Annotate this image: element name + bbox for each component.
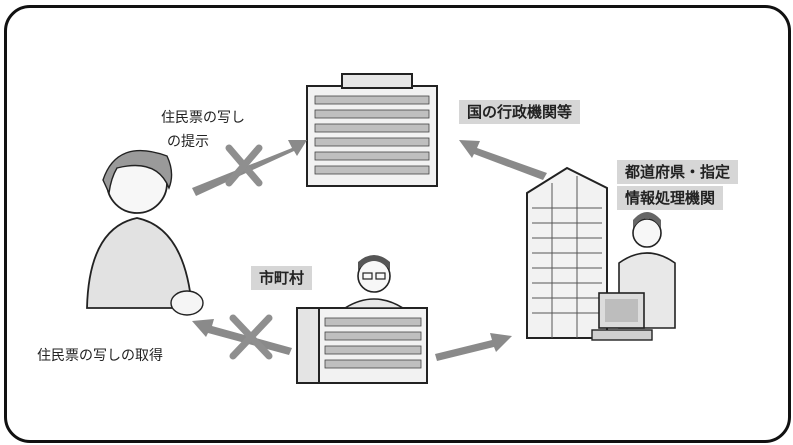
municipal-officer-figure	[342, 255, 406, 309]
present-copy-label-line2: の提示	[167, 134, 209, 150]
national-agency-building	[306, 73, 438, 187]
national-agency-label: 国の行政機関等	[459, 100, 581, 124]
arrow-municipality-to-resident	[192, 319, 292, 355]
diagram-frame: 住民票の写し の提示 国の行政機関等 都道府県・指定 情報処理機関 市町村 住民…	[4, 5, 791, 443]
resident-figure	[86, 149, 204, 316]
cross-icon-lower	[229, 314, 273, 360]
diagram-canvas	[86, 73, 676, 384]
obtain-copy-label: 住民票の写しの取得	[37, 348, 163, 364]
arrow-municipality-to-prefecture	[435, 333, 512, 361]
prefecture-tower-building	[526, 166, 608, 339]
prefecture-label-line1: 都道府県・指定	[617, 160, 739, 184]
municipality-building	[296, 307, 428, 384]
municipality-label: 市町村	[251, 266, 313, 290]
cross-marks	[225, 144, 273, 360]
arrow-prefecture-to-national	[459, 140, 547, 180]
present-copy-label-line1: 住民票の写し	[161, 110, 245, 126]
computer-terminal	[591, 292, 653, 341]
cross-icon-upper	[225, 144, 263, 187]
prefecture-label-line2: 情報処理機関	[617, 186, 724, 210]
